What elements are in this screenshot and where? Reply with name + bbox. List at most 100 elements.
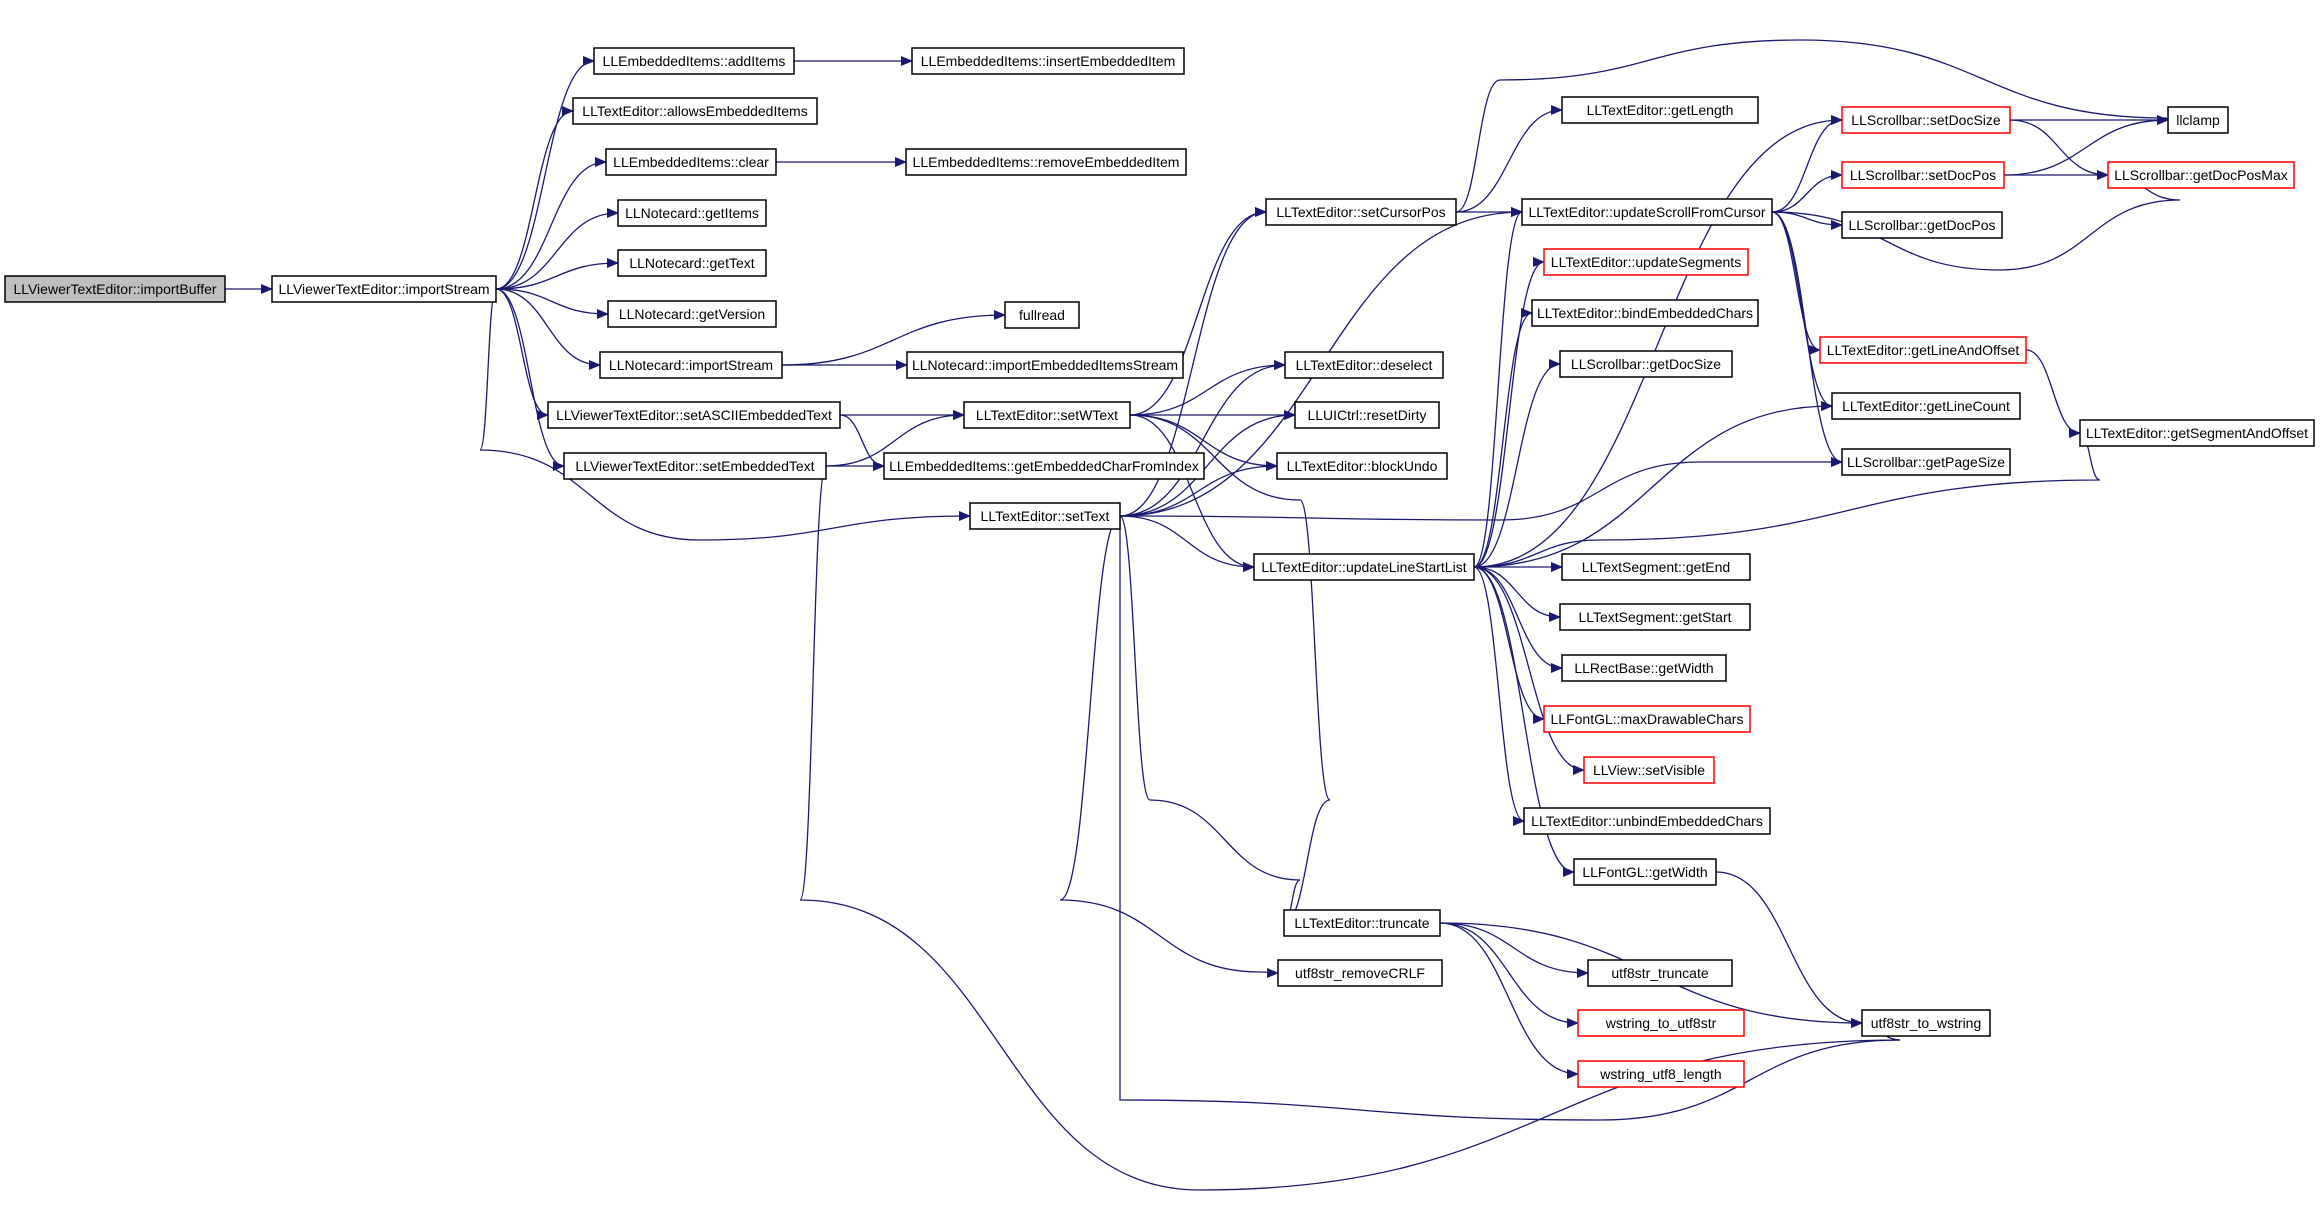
edge-n17-to-n20 (1119, 410, 1296, 517)
node-label: LLFontGL::getWidth (1582, 864, 1707, 880)
node-label: LLTextEditor::updateSegments (1551, 254, 1741, 270)
node-label: LLTextEditor::truncate (1294, 915, 1429, 931)
graph-node[interactable]: utf8str_removeCRLF (1277, 959, 1443, 987)
graph-node[interactable]: LLViewerTextEditor::importStream (271, 275, 497, 303)
edge-n15-to-n14 (825, 410, 965, 467)
edge-n17-to-n45 (1119, 457, 1843, 521)
graph-node[interactable]: LLNotecard::getItems (617, 199, 767, 227)
edge-n22-to-n28 (1473, 308, 1533, 568)
edge-n22-to-n36 (1473, 566, 1575, 877)
graph-node[interactable]: LLScrollbar::getDocPos (1841, 211, 2003, 239)
edge-n10-to-n11 (781, 310, 1006, 366)
graph-node[interactable]: LLRectBase::getWidth (1561, 654, 1727, 682)
node-box (1841, 106, 2011, 134)
graph-node[interactable]: LLView::setVisible (1583, 756, 1715, 784)
edge-n43-to-n48 (2025, 349, 2081, 438)
edge-n22-to-n29 (1473, 359, 1561, 568)
graph-node[interactable]: LLTextSegment::getEnd (1561, 553, 1751, 581)
node-label: LLTextEditor::bindEmbeddedChars (1537, 305, 1753, 321)
node-label: LLTextEditor::setCursorPos (1276, 204, 1445, 220)
graph-node[interactable]: LLScrollbar::setDocPos (1841, 161, 2005, 189)
graph-node[interactable]: llclamp (2167, 106, 2229, 134)
graph-node[interactable]: LLEmbeddedItems::clear (605, 148, 777, 176)
node-label: LLTextEditor::getLineCount (1842, 398, 2010, 414)
graph-node[interactable]: LLViewerTextEditor::importBuffer (4, 275, 226, 303)
graph-node[interactable]: LLTextEditor::setWText (963, 401, 1131, 429)
edge-n22-to-n40 (1473, 115, 1843, 568)
edge-n13-to-n16 (839, 414, 885, 471)
graph-node[interactable]: fullread (1004, 301, 1080, 329)
node-label: LLNotecard::importStream (609, 357, 773, 373)
node-box (1561, 96, 1759, 124)
node-label: utf8str_removeCRLF (1295, 965, 1425, 981)
graph-node[interactable]: LLNotecard::getVersion (607, 300, 777, 328)
graph-node[interactable]: LLTextEditor::updateScrollFromCursor (1521, 198, 1773, 226)
node-label: LLScrollbar::getDocPos (1848, 217, 1995, 233)
graph-node[interactable]: LLTextEditor::unbindEmbeddedChars (1523, 807, 1771, 835)
edge-n17-to-n18 (1119, 207, 1267, 517)
graph-node[interactable]: LLScrollbar::getDocPosMax (2107, 161, 2295, 189)
graph-node[interactable]: LLScrollbar::getPageSize (1841, 448, 2011, 476)
node-label: LLUICtrl::resetDirty (1307, 407, 1426, 423)
graph-node[interactable]: LLTextEditor::setCursorPos (1265, 198, 1457, 226)
node-box (1521, 198, 1773, 226)
node-label: LLView::setVisible (1593, 762, 1705, 778)
graph-node[interactable]: LLTextEditor::updateLineStartList (1253, 553, 1475, 581)
graph-node[interactable]: LLViewerTextEditor::setASCIIEmbeddedText (547, 401, 841, 429)
edge-n26-to-n43 (1771, 211, 1821, 355)
edge-n1-to-n10 (495, 288, 601, 370)
edge-n1-to-n2 (495, 56, 595, 290)
graph-node[interactable]: LLTextSegment::getStart (1559, 603, 1751, 631)
node-box (572, 97, 818, 125)
graph-node[interactable]: LLFontGL::getWidth (1573, 858, 1717, 886)
graph-node[interactable]: utf8str_truncate (1587, 959, 1733, 987)
node-box (547, 401, 841, 429)
graph-node[interactable]: LLNotecard::importStream (599, 351, 783, 379)
graph-node[interactable]: LLTextEditor::updateSegments (1543, 248, 1749, 276)
node-box (1543, 248, 1749, 276)
node-label: LLNotecard::getText (629, 255, 754, 271)
graph-node[interactable]: utf8str_to_wstring (1861, 1009, 1991, 1037)
graph-node[interactable]: LLEmbeddedItems::insertEmbeddedItem (911, 47, 1185, 75)
graph-node[interactable]: LLScrollbar::setDocSize (1841, 106, 2011, 134)
node-label: LLTextEditor::setText (981, 508, 1110, 524)
node-box (1543, 705, 1751, 733)
node-box (1587, 959, 1733, 987)
node-box (905, 148, 1187, 176)
graph-node[interactable]: wstring_utf8_length (1577, 1060, 1745, 1088)
graph-node[interactable]: LLUICtrl::resetDirty (1294, 401, 1440, 429)
edge-n1-to-n8 (495, 258, 619, 290)
graph-node[interactable]: LLTextEditor::deselect (1284, 351, 1444, 379)
edge-n22-to-n48 (1473, 428, 2101, 568)
graph-node[interactable]: LLTextEditor::getLineAndOffset (1819, 336, 2027, 364)
graph-node[interactable]: LLNotecard::importEmbeddedItemsStream (906, 351, 1184, 379)
graph-node[interactable]: LLTextEditor::getSegmentAndOffset (2079, 419, 2315, 447)
node-label: LLTextEditor::getLineAndOffset (1827, 342, 2020, 358)
node-box (1577, 1060, 1745, 1088)
graph-node[interactable]: LLTextEditor::getLength (1561, 96, 1759, 124)
node-box (906, 351, 1184, 379)
edge-n1-to-n17 (479, 288, 971, 541)
graph-node[interactable]: LLTextEditor::truncate (1283, 909, 1441, 937)
graph-node[interactable]: LLEmbeddedItems::removeEmbeddedItem (905, 148, 1187, 176)
graph-node[interactable]: wstring_to_utf8str (1577, 1009, 1745, 1037)
graph-node[interactable]: LLTextEditor::getLineCount (1831, 392, 2021, 420)
edge-n26-to-n41 (1771, 170, 1843, 213)
graph-node[interactable]: LLTextEditor::setText (969, 502, 1121, 530)
graph-node[interactable]: LLViewerTextEditor::setEmbeddedText (563, 452, 827, 480)
graph-node[interactable]: LLEmbeddedItems::getEmbeddedCharFromInde… (883, 452, 1205, 480)
node-box (1577, 1009, 1745, 1037)
graph-node[interactable]: LLTextEditor::bindEmbeddedChars (1531, 299, 1759, 327)
graph-node[interactable]: LLScrollbar::getDocSize (1559, 350, 1733, 378)
node-label: LLTextEditor::unbindEmbeddedChars (1531, 813, 1763, 829)
graph-node[interactable]: LLEmbeddedItems::addItems (593, 47, 795, 75)
graph-node[interactable]: LLTextEditor::blockUndo (1276, 452, 1448, 480)
node-box (1573, 858, 1717, 886)
edge-n22-to-n32 (1473, 566, 1563, 673)
node-label: LLTextSegment::getStart (1578, 609, 1731, 625)
graph-node[interactable]: LLTextEditor::allowsEmbeddedItems (572, 97, 818, 125)
node-label: LLViewerTextEditor::setASCIIEmbeddedText (556, 407, 832, 423)
graph-node[interactable]: LLFontGL::maxDrawableChars (1543, 705, 1751, 733)
graph-node[interactable]: LLNotecard::getText (617, 249, 767, 277)
node-label: LLTextEditor::updateScrollFromCursor (1528, 204, 1765, 220)
